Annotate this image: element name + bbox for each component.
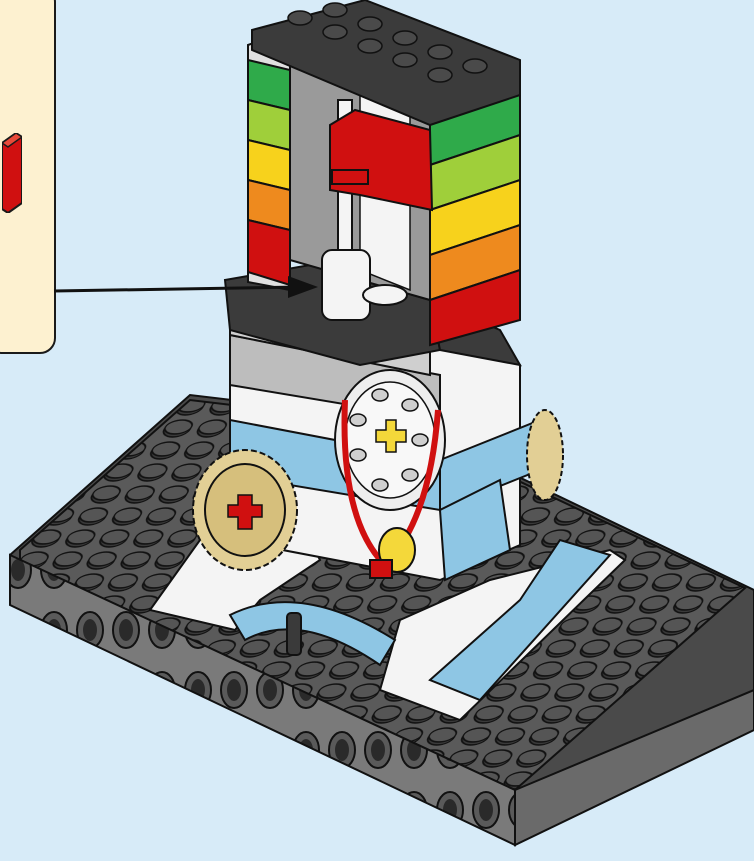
white-piston [322,250,370,320]
tan-gear-icon [193,450,297,570]
axle-pin [287,613,301,655]
tan-gear-right [527,410,563,500]
